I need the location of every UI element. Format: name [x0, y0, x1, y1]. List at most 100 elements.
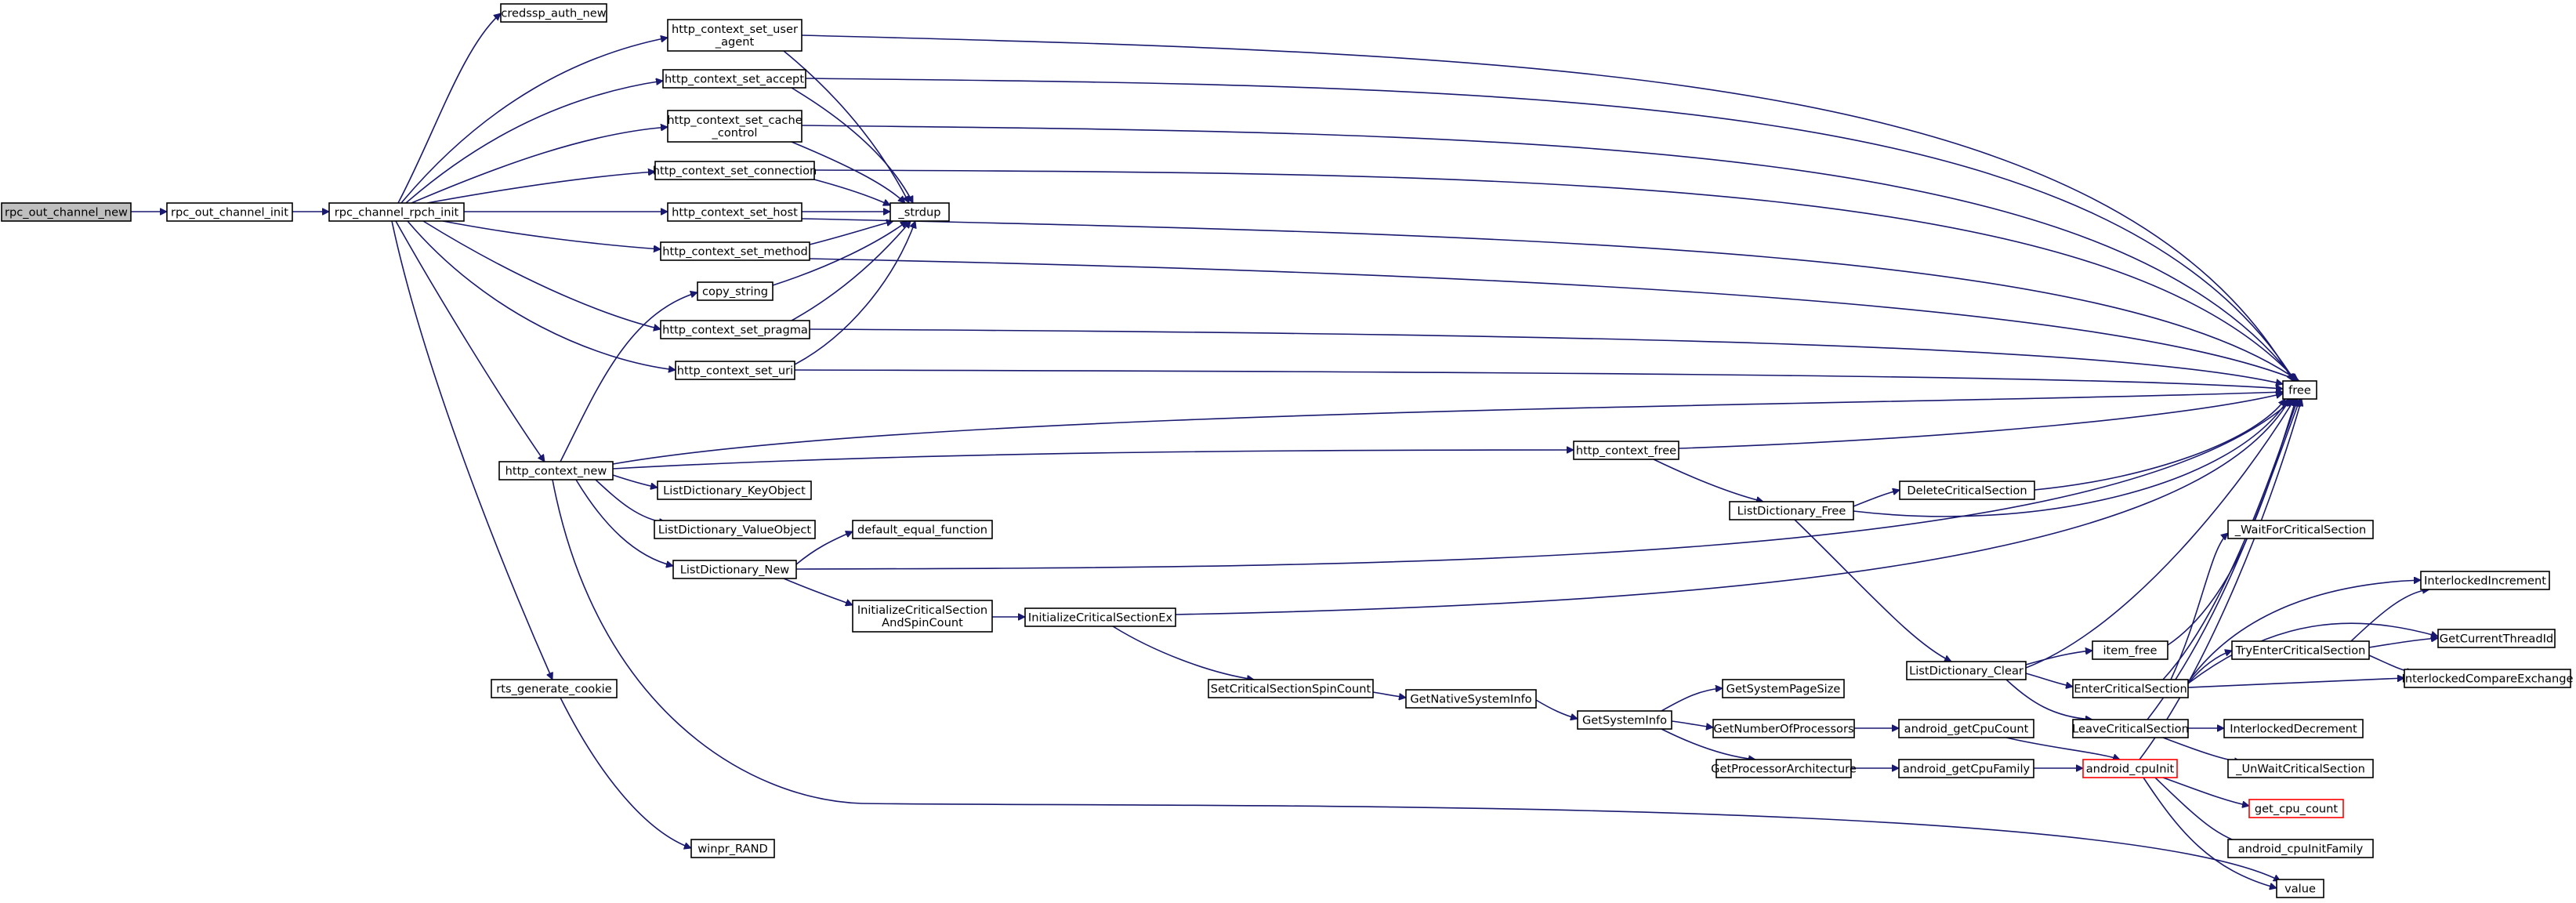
- node-http_context_new[interactable]: http_context_new: [498, 461, 614, 481]
- call-edge-http_context_set_host-to-free: [801, 218, 2299, 382]
- call-edge-GetSystemInfo-to-GetNumberOfProcessors: [1671, 720, 1713, 727]
- node-android_cpuInitFamily[interactable]: android_cpuInitFamily: [2227, 839, 2374, 858]
- node-label: EnterCriticalSection: [2074, 683, 2187, 696]
- node-http_context_set_cache_control[interactable]: http_context_set_cache_control: [667, 110, 803, 143]
- node-label: ListDictionary_KeyObject: [663, 484, 806, 498]
- node-winpr_RAND[interactable]: winpr_RAND: [690, 839, 775, 858]
- call-edge-EnterCriticalSection-to-InterlockedIncrement: [2187, 580, 2421, 683]
- call-edge-http_context_set_cache_control-to-strdup: [791, 141, 905, 203]
- node-label: rpc_out_channel_init: [171, 206, 288, 219]
- node-box: [2420, 571, 2550, 590]
- node-GetNumberOfProcessors[interactable]: GetNumberOfProcessors: [1712, 719, 1855, 738]
- call-edge-rpc_channel_rpch_init-to-http_context_new: [395, 220, 545, 462]
- node-label: android_cpuInit: [2086, 763, 2175, 776]
- node-box: [690, 839, 775, 858]
- call-edge-EnterCriticalSection-to-GetCurrentThreadId: [2187, 622, 2438, 684]
- call-edge-android_cpuInit-to-value: [2143, 777, 2277, 888]
- node-label: copy_string: [702, 285, 768, 299]
- call-edge-http_context_set_accept-to-strdup: [791, 87, 914, 203]
- call-edge-rpc_channel_rpch_init-to-http_context_set_user_agent: [400, 38, 668, 204]
- node-ListDictionary_New[interactable]: ListDictionary_New: [672, 560, 797, 579]
- node-label: DeleteCriticalSection: [1907, 484, 2027, 498]
- node-android_getCpuFamily[interactable]: android_getCpuFamily: [1898, 759, 2034, 778]
- node-box: [1712, 719, 1855, 738]
- node-http_context_set_user_agent[interactable]: http_context_set_user_agent: [667, 19, 803, 52]
- node-ListDictionary_KeyObject[interactable]: ListDictionary_KeyObject: [657, 481, 812, 500]
- node-EnterCriticalSection[interactable]: EnterCriticalSection: [2072, 679, 2189, 698]
- call-edge-http_context_set_pragma-to-strdup: [791, 221, 911, 321]
- call-edge-http_context_free-to-free: [1678, 393, 2283, 449]
- call-edge-http_context_free-to-ListDictionary_Free: [1653, 459, 1763, 502]
- call-edge-http_context_new-to-value: [552, 479, 2281, 882]
- node-box: [1899, 481, 2035, 500]
- node-SetCriticalSectionSpinCount[interactable]: SetCriticalSectionSpinCount: [1208, 679, 1374, 698]
- node-http_context_free[interactable]: http_context_free: [1573, 441, 1679, 460]
- node-label: free: [2288, 384, 2311, 397]
- node-rpc_channel_rpch_init[interactable]: rpc_channel_rpch_init: [328, 202, 465, 222]
- node-default_equal_function[interactable]: default_equal_function: [852, 520, 993, 539]
- node-item_free[interactable]: item_free: [2092, 640, 2168, 660]
- node-box: [667, 110, 803, 143]
- node-strdup[interactable]: _strdup: [889, 202, 950, 222]
- node-ListDictionary_ValueObject[interactable]: ListDictionary_ValueObject: [654, 520, 816, 539]
- node-LeaveCriticalSection[interactable]: LeaveCriticalSection: [2072, 719, 2189, 738]
- call-edge-rpc_channel_rpch_init-to-credssp_auth_new: [397, 13, 501, 204]
- node-GetNativeSystemInfo[interactable]: GetNativeSystemInfo: [1405, 689, 1537, 709]
- node-label: item_free: [2103, 644, 2157, 658]
- node-credssp_auth_new[interactable]: credssp_auth_new: [500, 3, 607, 23]
- node-box: [889, 202, 950, 222]
- node-ListDictionary_Clear[interactable]: ListDictionary_Clear: [1906, 661, 2027, 680]
- call-edge-rpc_channel_rpch_init-to-http_context_set_connection: [426, 172, 655, 204]
- node-label: http_context_set_accept: [665, 73, 804, 86]
- node-UnWaitCriticalSection[interactable]: _UnWaitCriticalSection: [2227, 759, 2374, 778]
- call-edge-http_context_new-to-ListDictionary_New: [575, 479, 673, 566]
- node-rts_generate_cookie[interactable]: rts_generate_cookie: [491, 679, 618, 698]
- node-InterlockedCompareExchange[interactable]: InterlockedCompareExchange: [2402, 669, 2574, 688]
- node-copy_string[interactable]: copy_string: [697, 281, 774, 301]
- node-GetCurrentThreadId[interactable]: GetCurrentThreadId: [2437, 629, 2556, 648]
- node-http_context_set_uri[interactable]: http_context_set_uri: [675, 361, 795, 380]
- node-GetSystemPageSize[interactable]: GetSystemPageSize: [1722, 679, 1845, 698]
- node-box: [2276, 879, 2324, 898]
- call-edge-http_context_new-to-free: [612, 392, 2283, 465]
- node-label: http_context_set_cache: [667, 114, 802, 127]
- node-get_cpu_count[interactable]: get_cpu_count: [2248, 799, 2344, 818]
- node-rpc_out_channel_init[interactable]: rpc_out_channel_init: [166, 202, 293, 222]
- node-InitializeCriticalSectionEx[interactable]: InitializeCriticalSectionEx: [1024, 607, 1176, 627]
- node-label: InitializeCriticalSection: [857, 604, 987, 617]
- node-label: value: [2284, 883, 2316, 896]
- node-http_context_set_connection[interactable]: http_context_set_connection: [653, 161, 817, 180]
- node-android_getCpuCount[interactable]: android_getCpuCount: [1898, 719, 2034, 738]
- node-box: [654, 161, 815, 180]
- node-http_context_set_accept[interactable]: http_context_set_accept: [662, 69, 806, 89]
- call-edge-EnterCriticalSection-to-WaitForCriticalSection: [2170, 533, 2228, 680]
- node-DeleteCriticalSection[interactable]: DeleteCriticalSection: [1899, 481, 2035, 500]
- node-ListDictionary_Free[interactable]: ListDictionary_Free: [1729, 501, 1854, 520]
- node-box: [2248, 799, 2344, 818]
- call-edge-http_context_set_pragma-to-free: [809, 328, 2283, 384]
- node-http_context_set_pragma[interactable]: http_context_set_pragma: [660, 320, 810, 339]
- node-box: [2437, 629, 2556, 648]
- node-TryEnterCriticalSection[interactable]: TryEnterCriticalSection: [2231, 640, 2370, 660]
- node-label: credssp_auth_new: [501, 7, 606, 20]
- node-label: rpc_channel_rpch_init: [335, 206, 459, 219]
- node-GetProcessorArchitecture[interactable]: GetProcessorArchitecture: [1711, 759, 1857, 778]
- node-free[interactable]: free: [2282, 380, 2317, 400]
- node-InterlockedIncrement[interactable]: InterlockedIncrement: [2420, 571, 2550, 590]
- node-rpc_out_channel_new[interactable]: rpc_out_channel_new: [1, 202, 132, 222]
- node-box: [672, 560, 797, 579]
- node-InterlockedDecrement[interactable]: InterlockedDecrement: [2223, 719, 2364, 738]
- node-http_context_set_method[interactable]: http_context_set_method: [660, 241, 810, 261]
- node-label: GetNumberOfProcessors: [1713, 723, 1853, 736]
- node-label: android_cpuInitFamily: [2238, 843, 2364, 856]
- node-android_cpuInit[interactable]: android_cpuInit: [2082, 759, 2178, 778]
- call-edge-TryEnterCriticalSection-to-InterlockedIncrement: [2350, 589, 2429, 642]
- call-edge-InitializeCriticalSectionEx-to-free: [1175, 399, 2291, 615]
- node-GetSystemInfo[interactable]: GetSystemInfo: [1577, 710, 1672, 730]
- node-value[interactable]: value: [2276, 879, 2324, 898]
- node-http_context_set_host[interactable]: http_context_set_host: [667, 202, 803, 222]
- node-WaitForCriticalSection[interactable]: _WaitForCriticalSection: [2227, 520, 2374, 539]
